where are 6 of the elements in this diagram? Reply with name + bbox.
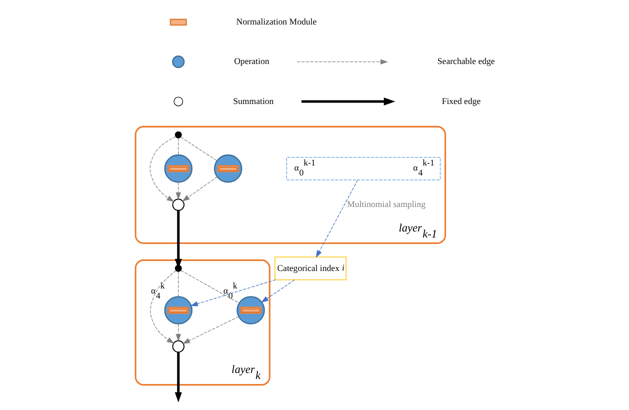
legend-label: Searchable edge	[437, 56, 495, 66]
edge-label: Multinomial sampling	[347, 199, 426, 210]
legend-label: Normalization Module	[236, 16, 317, 27]
legend-label: Summation	[233, 96, 274, 106]
legend-label: Operation	[234, 56, 270, 66]
legend-label: Fixed edge	[442, 96, 481, 106]
